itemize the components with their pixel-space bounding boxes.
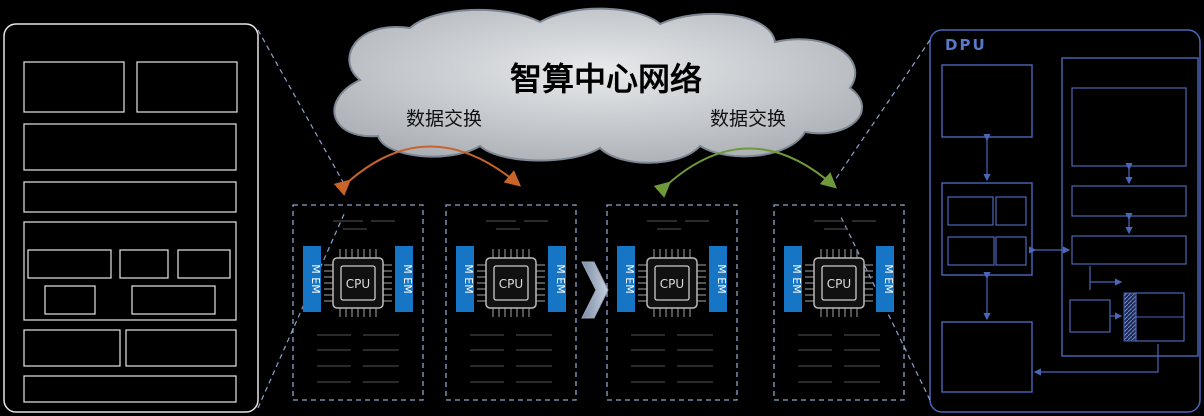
cpu-die [821, 265, 857, 301]
rack-module [23, 61, 125, 113]
rack-submodule [27, 249, 112, 279]
dpu-hatched-block [1123, 292, 1137, 342]
memory-label: M EM [309, 264, 322, 293]
cpu-die [654, 265, 690, 301]
dpu-subblock [947, 236, 995, 266]
cpu-chip [646, 257, 698, 309]
dpu-subblock [1071, 235, 1187, 265]
dpu-block-large [1061, 57, 1199, 357]
rack-module [23, 375, 237, 403]
server-node: CPU M EM M EM [292, 204, 424, 401]
server-outline [606, 204, 738, 401]
board-traces [317, 334, 399, 383]
server-trace [486, 220, 548, 230]
left-rack-panel [3, 23, 259, 413]
rack-module [23, 329, 121, 367]
cpu-die [340, 265, 376, 301]
rack-module [125, 329, 237, 367]
server-outline [292, 204, 424, 401]
rack-submodule [177, 249, 231, 279]
rack-module [136, 61, 238, 113]
zoom-connector [834, 39, 931, 181]
memory-module [303, 246, 321, 312]
server-outline [773, 204, 905, 401]
memory-label: M EM [790, 264, 803, 293]
zoom-connector [257, 29, 344, 183]
dpu-subblock [995, 196, 1027, 226]
cpu-chip [332, 257, 384, 309]
dpu-link [1089, 266, 1123, 290]
flow-arrow [581, 261, 609, 319]
memory-label: M EM [401, 264, 414, 293]
cpu-pins [805, 249, 873, 317]
cpu-pins [638, 249, 706, 317]
dpu-link [1033, 344, 1159, 376]
server-outline [445, 204, 577, 401]
memory-label: M EM [462, 264, 475, 293]
memory-module [784, 246, 802, 312]
exchange-label-right: 数据交换 [710, 108, 786, 130]
cpu-label: CPU [346, 277, 370, 291]
memory-label: M EM [882, 264, 895, 293]
server-node: CPU M EM M EM [445, 204, 577, 401]
rack-submodule [131, 285, 216, 315]
server-node: CPU M EM M EM [773, 204, 905, 401]
server-trace [333, 220, 395, 230]
dpu-panel: DPU [929, 29, 1201, 413]
cpu-chip [485, 257, 537, 309]
board-traces [470, 334, 552, 383]
cpu-label: CPU [827, 277, 851, 291]
cloud-title: 智算中心网络 [510, 60, 702, 98]
memory-label: M EM [554, 264, 567, 293]
memory-module [617, 246, 635, 312]
exchange-arrow-right [653, 147, 838, 198]
dpu-subblock [947, 196, 994, 226]
rack-submodule [44, 285, 96, 315]
server-trace [814, 220, 876, 230]
server-group: CPU M EM M EM CPU M EM M EM CPU M EM M EM CPU M EM… [292, 204, 905, 401]
dpu-label: DPU [945, 36, 987, 54]
cpu-chip [813, 257, 865, 309]
rack-module [23, 181, 237, 213]
cpu-pins [477, 249, 545, 317]
rack-module-group [23, 221, 237, 321]
cpu-label: CPU [660, 277, 684, 291]
board-traces [631, 334, 713, 383]
network-cloud: 智算中心网络 数据交换 数据交换 [333, 7, 863, 164]
cpu-label: CPU [499, 277, 523, 291]
cpu-die [493, 265, 529, 301]
memory-module [709, 246, 727, 312]
exchange-label-left: 数据交换 [406, 108, 482, 130]
server-node: CPU M EM M EM [606, 204, 738, 401]
dpu-subblock [995, 236, 1027, 266]
exchange-arrow-left [333, 145, 522, 196]
cpu-pins [324, 249, 392, 317]
memory-module [395, 246, 413, 312]
memory-module [456, 246, 474, 312]
memory-label: M EM [623, 264, 636, 293]
rack-module [23, 123, 237, 171]
board-traces [798, 334, 880, 383]
server-trace [647, 220, 709, 230]
rack-submodule [119, 249, 169, 279]
dpu-block [941, 321, 1033, 393]
zoom-connector [257, 211, 346, 409]
memory-label: M EM [715, 264, 728, 293]
memory-module [548, 246, 566, 312]
memory-module [876, 246, 894, 312]
